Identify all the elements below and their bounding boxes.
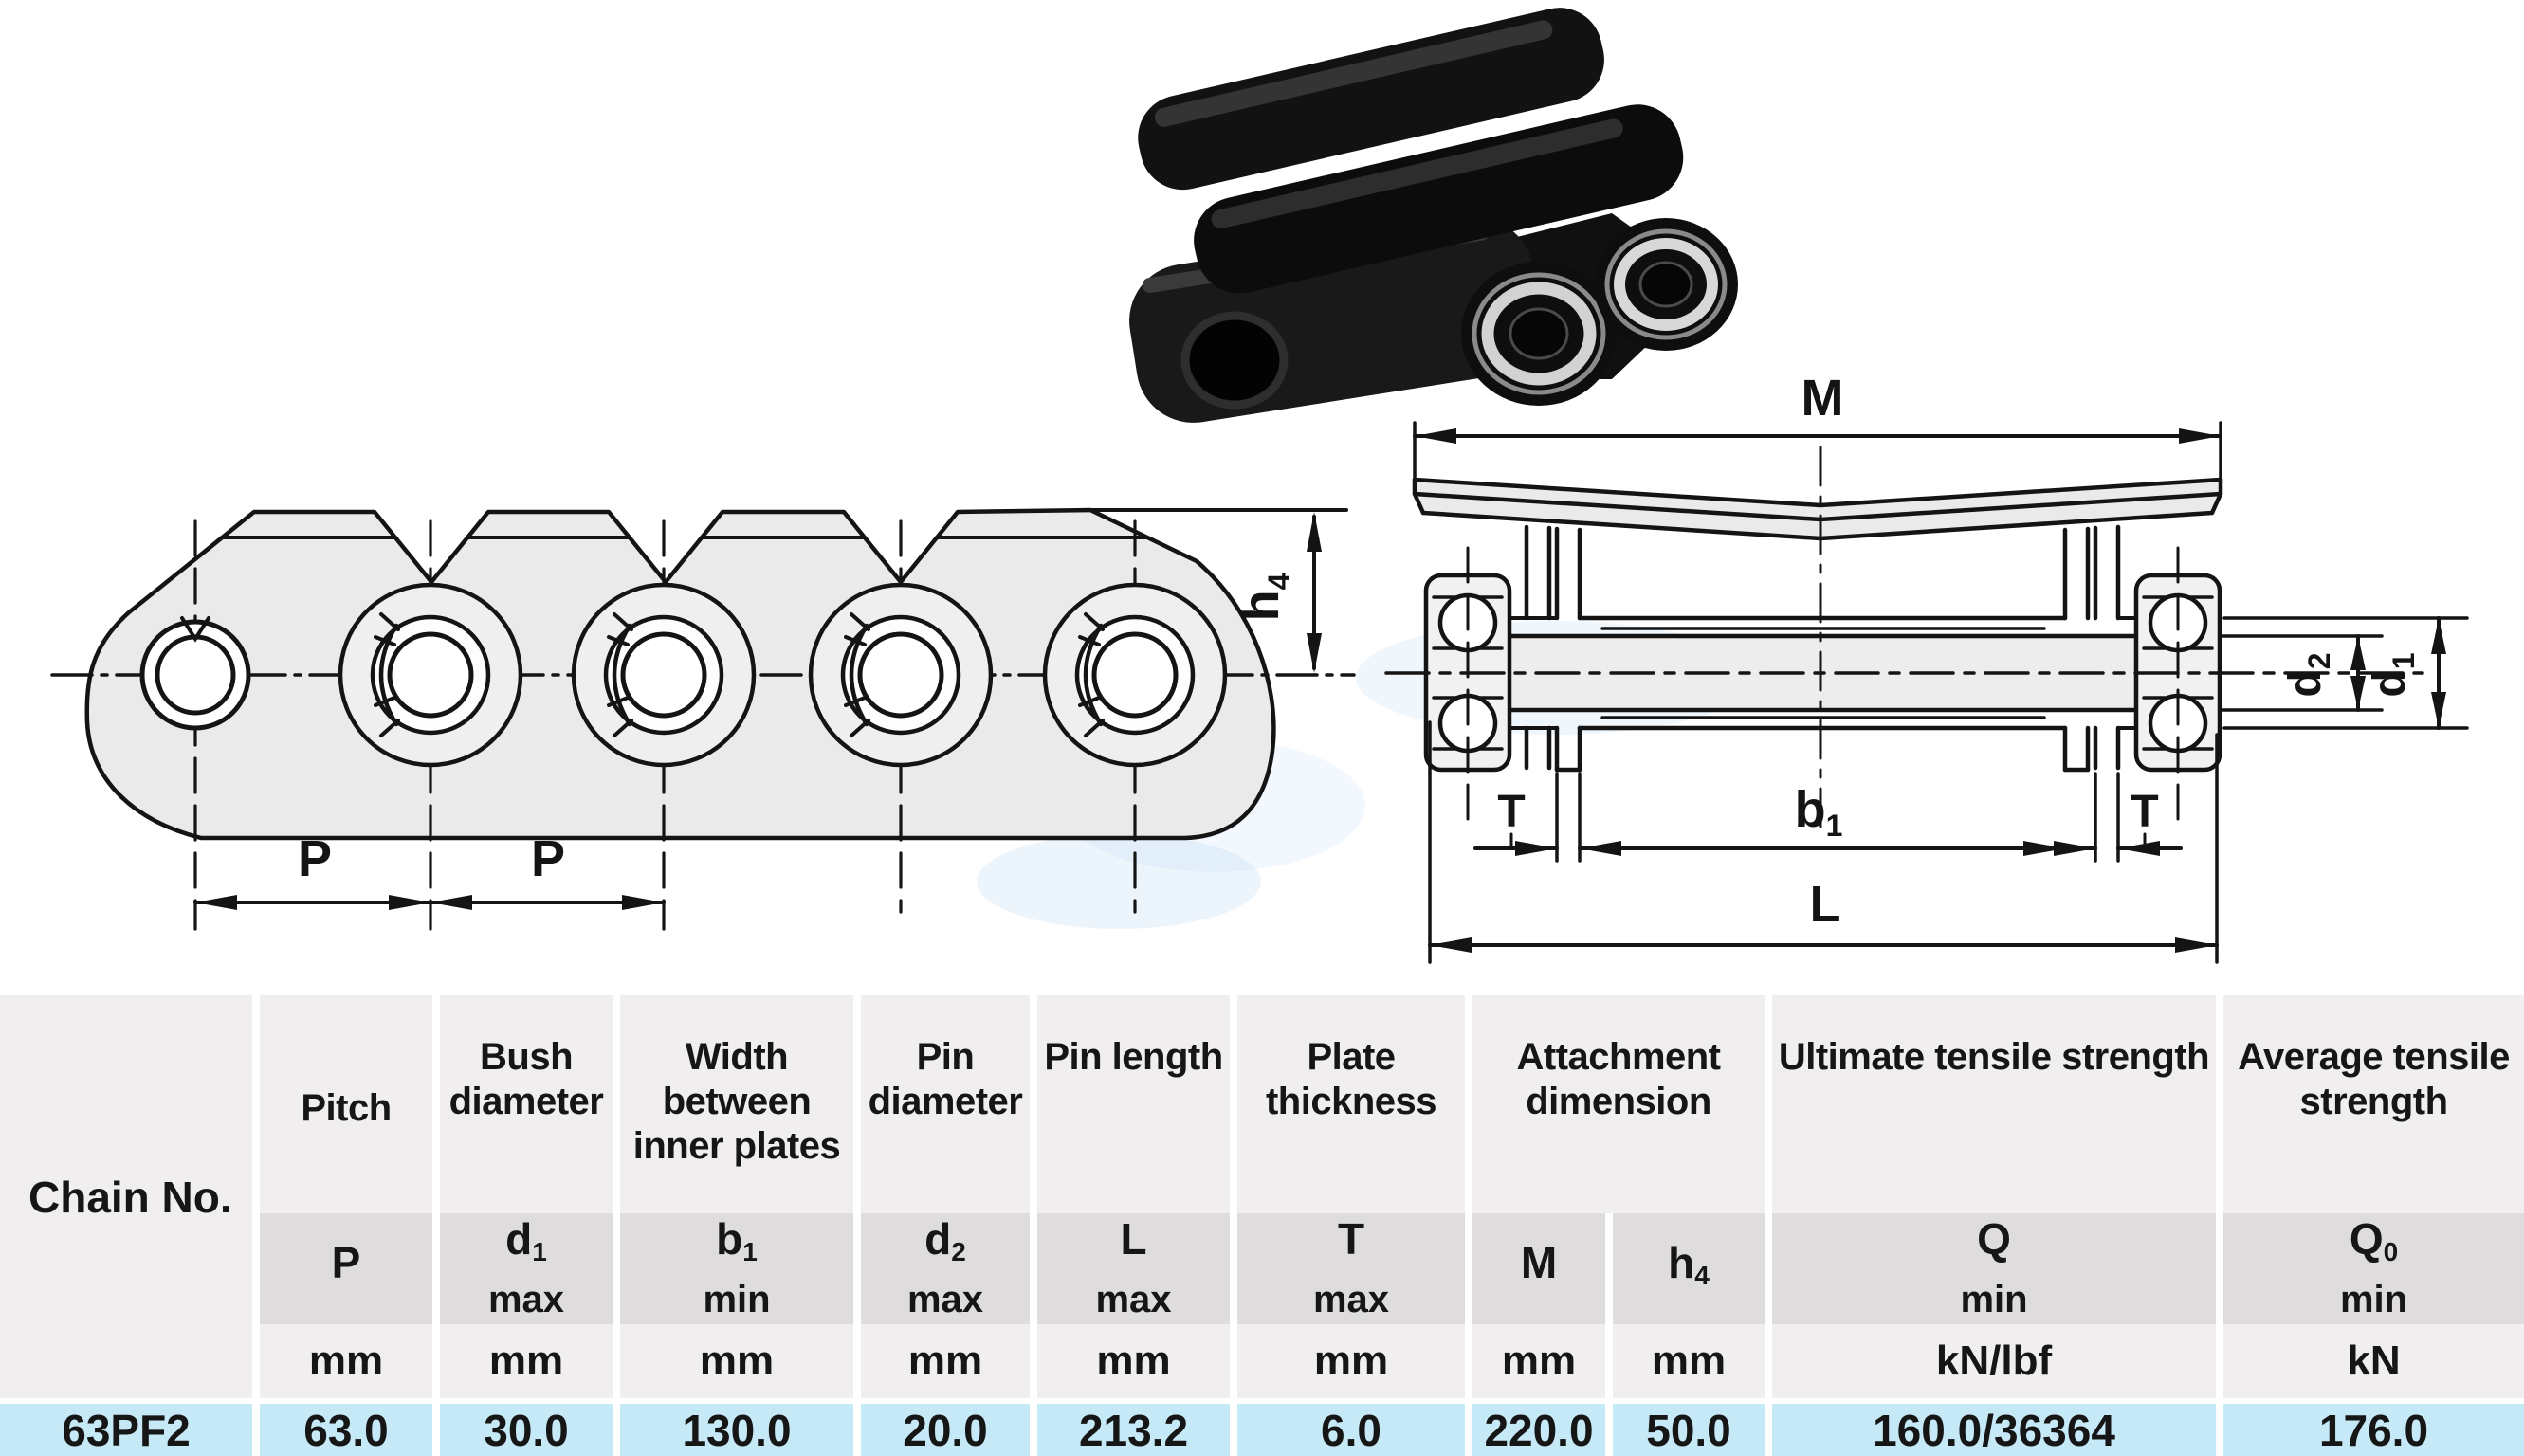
- attachment-height-dimension: h4: [1090, 508, 1348, 673]
- unit-cell: kN: [2223, 1324, 2524, 1398]
- side-view-drawing: P P h4: [50, 507, 1356, 931]
- value-cell: 50.0: [1613, 1404, 1765, 1456]
- pin-length-dimension-label: L: [1810, 876, 1841, 933]
- attachment-plate-photo-2: [1194, 104, 1684, 294]
- header-pitch: Pitch: [260, 995, 432, 1213]
- symbol-cell: P: [260, 1213, 432, 1324]
- spec-table: Chain No. Pitch Bush diameter Width betw…: [0, 995, 2524, 1456]
- header-plate-thickness: Plate thickness: [1237, 995, 1465, 1213]
- value-cell: 6.0: [1237, 1404, 1465, 1456]
- pin-diameter-dimension-label: d2: [2280, 652, 2336, 697]
- unit-cell: mm: [620, 1324, 853, 1398]
- diameter-dimensions: d2 d1: [2219, 616, 2469, 730]
- header-pin-length: Pin length: [1037, 995, 1230, 1213]
- bush-section: [1506, 615, 2138, 731]
- value-cell: 220.0: [1472, 1404, 1605, 1456]
- chain-no-header: Chain No.: [0, 995, 252, 1398]
- value-cell: 176.0: [2223, 1404, 2524, 1456]
- symbol-cell: M: [1472, 1213, 1605, 1324]
- value-cell: 63.0: [260, 1404, 432, 1456]
- unit-cell: mm: [1237, 1324, 1465, 1398]
- plate-thickness-and-width-dimensions: T T b1: [1473, 772, 2183, 863]
- header-average-tensile-strength: Average tensile strength: [2223, 995, 2524, 1213]
- plate-thickness-label-right: T: [2131, 787, 2158, 837]
- unit-cell: mm: [861, 1324, 1030, 1398]
- pitch-dimension: P P: [193, 830, 666, 910]
- value-cell: 20.0: [861, 1404, 1030, 1456]
- technical-drawings: P P h4 M: [50, 8, 2469, 964]
- pitch-dimension-label-1: P: [298, 830, 332, 887]
- value-cell: 130.0: [620, 1404, 853, 1456]
- pin-length-dimension: L: [1428, 720, 2219, 964]
- inner-plates-section: [1524, 524, 2121, 773]
- value-cell: 160.0/36364: [1772, 1404, 2216, 1456]
- chain-no-value: 63PF2: [0, 1404, 252, 1456]
- inner-width-dimension-label: b1: [1795, 781, 1843, 843]
- cross-section-drawing: M: [1384, 370, 2469, 964]
- v-attachment-plate: [1412, 477, 2223, 541]
- unit-cell: mm: [440, 1324, 613, 1398]
- header-pin-diameter: Pin diameter: [861, 995, 1030, 1213]
- product-photo: [1129, 8, 1738, 423]
- bush-diameter-dimension-label: d1: [2365, 652, 2421, 697]
- section-centerlines: [1384, 446, 2424, 836]
- attachment-plate-photo-1: [1138, 8, 1604, 191]
- header-width-between-inner-plates: Width between inner plates: [620, 995, 853, 1213]
- plate-thickness-label-left: T: [1497, 787, 1525, 837]
- unit-cell: mm: [1472, 1324, 1605, 1398]
- attachment-width-dimension-label: M: [1802, 370, 1844, 427]
- unit-cell: kN/lbf: [1772, 1324, 2216, 1398]
- roller-end-photo-1: [1461, 262, 1617, 406]
- unit-cell: mm: [1613, 1324, 1765, 1398]
- symbol-cell: h4: [1613, 1213, 1765, 1324]
- attachment-height-dimension-label: h4: [1233, 573, 1296, 621]
- unit-cell: mm: [260, 1324, 432, 1398]
- header-attachment-dimension: Attachment dimension: [1472, 995, 1765, 1213]
- value-cell: 30.0: [440, 1404, 613, 1456]
- unit-cell: mm: [1037, 1324, 1230, 1398]
- rollers: [338, 582, 1228, 768]
- pitch-dimension-label-2: P: [531, 830, 565, 887]
- header-bush-diameter: Bush diameter: [440, 995, 613, 1213]
- roller-end-photo-2: [1594, 218, 1738, 351]
- header-ultimate-tensile-strength: Ultimate tensile strength: [1772, 995, 2216, 1213]
- value-cell: 213.2: [1037, 1404, 1230, 1456]
- attachment-width-dimension: M: [1413, 370, 2222, 483]
- link-hole: [139, 616, 251, 731]
